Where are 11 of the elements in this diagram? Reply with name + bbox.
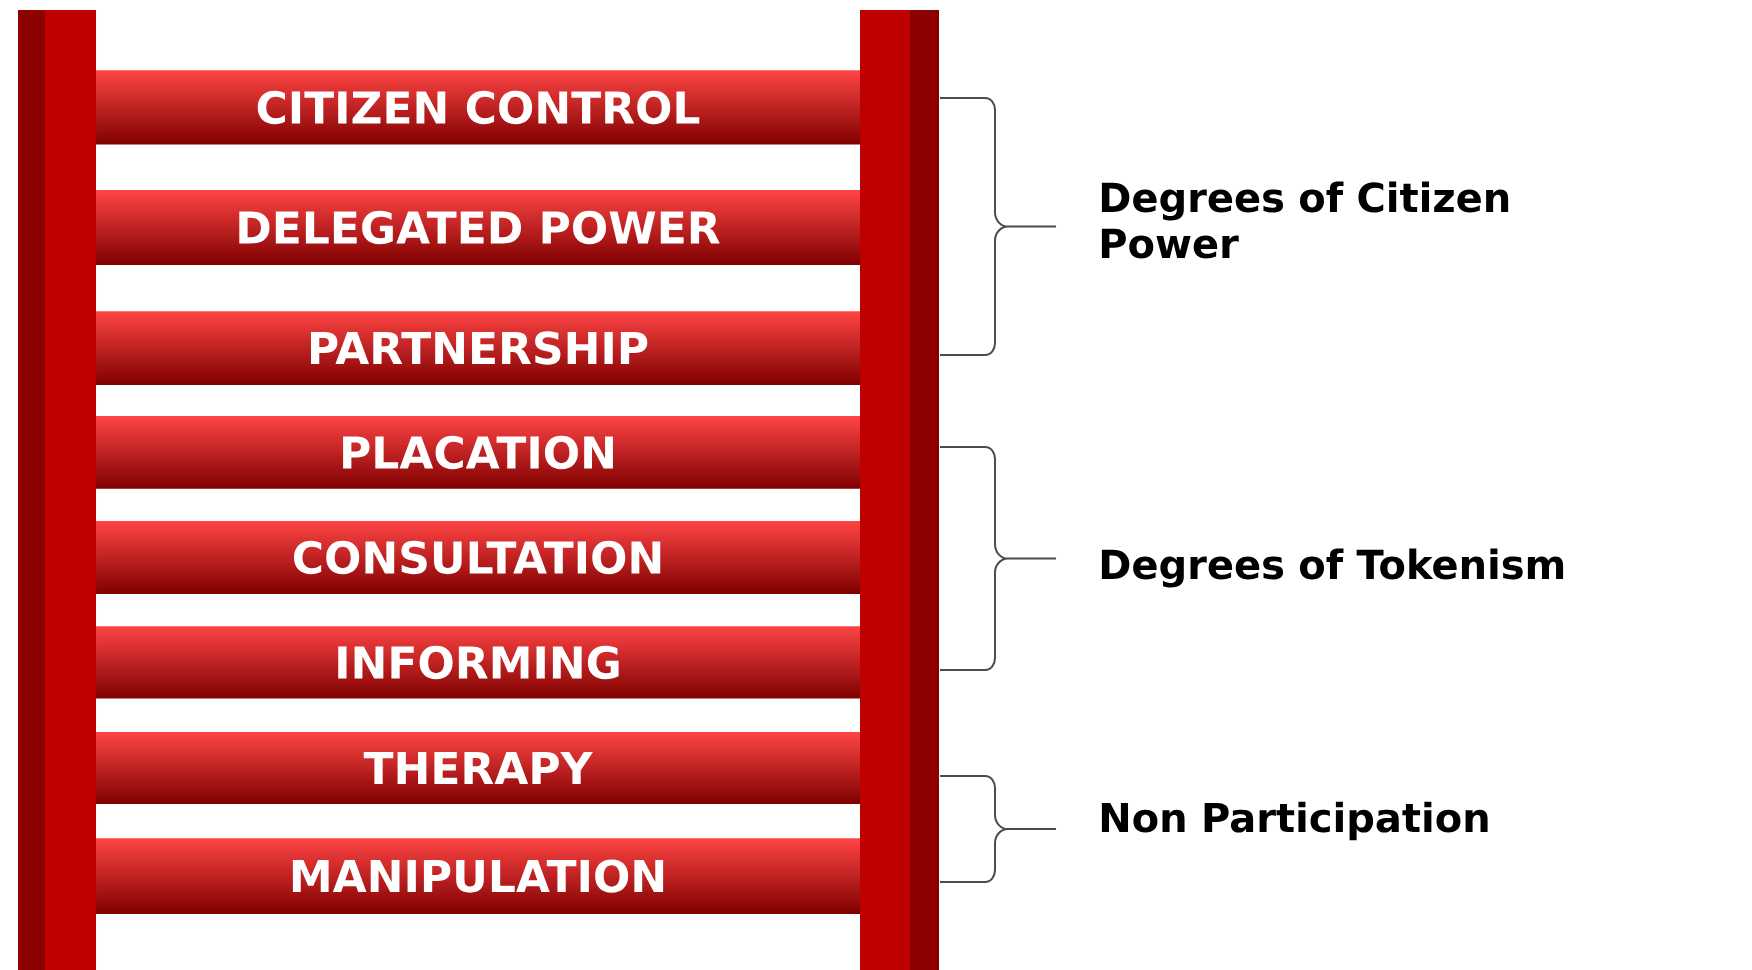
ladder-rung: CONSULTATION — [293, 540, 661, 575]
group-label: Non Participation — [1101, 801, 1488, 841]
ladder-rung: PARTNERSHIP — [311, 331, 648, 365]
ladder-rung: THERAPY — [363, 752, 593, 785]
ladder-rung: INFORMING — [338, 645, 619, 680]
ladder-rung: PLACATION — [343, 435, 613, 470]
group-label: Degrees of Citizen Power — [1101, 181, 1509, 259]
ladder-rung: CITIZEN CONTROL — [257, 90, 700, 125]
ladder-rung: DELEGATED POWER — [239, 210, 720, 245]
group-label: Degrees of Tokenism — [1101, 548, 1564, 588]
ladder-rung: MANIPULATION — [292, 859, 664, 893]
